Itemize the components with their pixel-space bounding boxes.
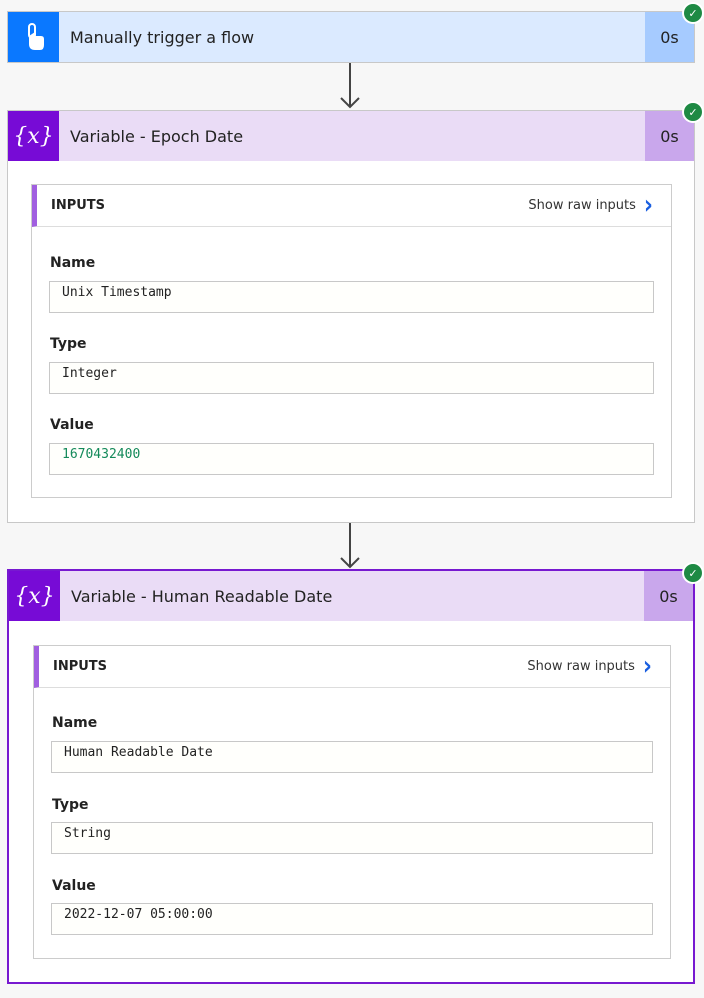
field-label: Value	[50, 417, 94, 433]
type-field: String	[51, 822, 653, 854]
variable-icon: {𝑥}	[8, 111, 59, 161]
variable-icon: {𝑥}	[9, 571, 60, 621]
arrow-down-icon	[340, 63, 360, 109]
field-label: Value	[52, 878, 96, 894]
action-title: Variable - Human Readable Date	[71, 586, 333, 606]
field-label: Name	[50, 255, 96, 271]
touch-icon	[8, 12, 59, 62]
inputs-panel: INPUTS Show raw inputs › Name Human Reada…	[33, 645, 671, 959]
chevron-right-icon: ›	[642, 651, 652, 682]
field-label: Type	[50, 336, 87, 352]
success-check-icon: ✓	[682, 562, 704, 584]
show-raw-label: Show raw inputs	[528, 198, 636, 213]
value-field: 2022-12-07 05:00:00	[51, 903, 653, 935]
action-header[interactable]: {𝑥} Variable - Human Readable Date 0s	[9, 571, 693, 621]
show-raw-inputs-link[interactable]: Show raw inputs ›	[528, 190, 653, 221]
type-field: Integer	[49, 362, 654, 394]
arrow-down-icon	[340, 523, 360, 569]
action-card-epoch[interactable]: {𝑥} Variable - Epoch Date 0s INPUTS Show…	[7, 110, 695, 523]
name-field: Human Readable Date	[51, 741, 653, 773]
trigger-card[interactable]: Manually trigger a flow 0s	[7, 11, 695, 63]
show-raw-label: Show raw inputs	[527, 659, 635, 674]
inputs-label: INPUTS	[51, 198, 106, 213]
name-field: Unix Timestamp	[49, 281, 654, 313]
field-label: Type	[52, 797, 89, 813]
inputs-panel: INPUTS Show raw inputs › Name Unix Timest…	[31, 184, 672, 498]
trigger-duration: 0s	[645, 12, 694, 62]
action-header[interactable]: {𝑥} Variable - Epoch Date 0s	[8, 111, 694, 161]
success-check-icon: ✓	[682, 101, 704, 123]
chevron-right-icon: ›	[643, 190, 653, 221]
field-label: Name	[52, 715, 98, 731]
success-check-icon: ✓	[682, 2, 704, 24]
action-card-human-readable[interactable]: {𝑥} Variable - Human Readable Date 0s IN…	[7, 569, 695, 984]
action-title: Variable - Epoch Date	[70, 126, 244, 146]
trigger-title: Manually trigger a flow	[70, 27, 255, 47]
trigger-header[interactable]: Manually trigger a flow 0s	[8, 12, 694, 62]
inputs-label: INPUTS	[53, 659, 108, 674]
value-field: 1670432400	[49, 443, 654, 475]
show-raw-inputs-link[interactable]: Show raw inputs ›	[527, 651, 652, 682]
